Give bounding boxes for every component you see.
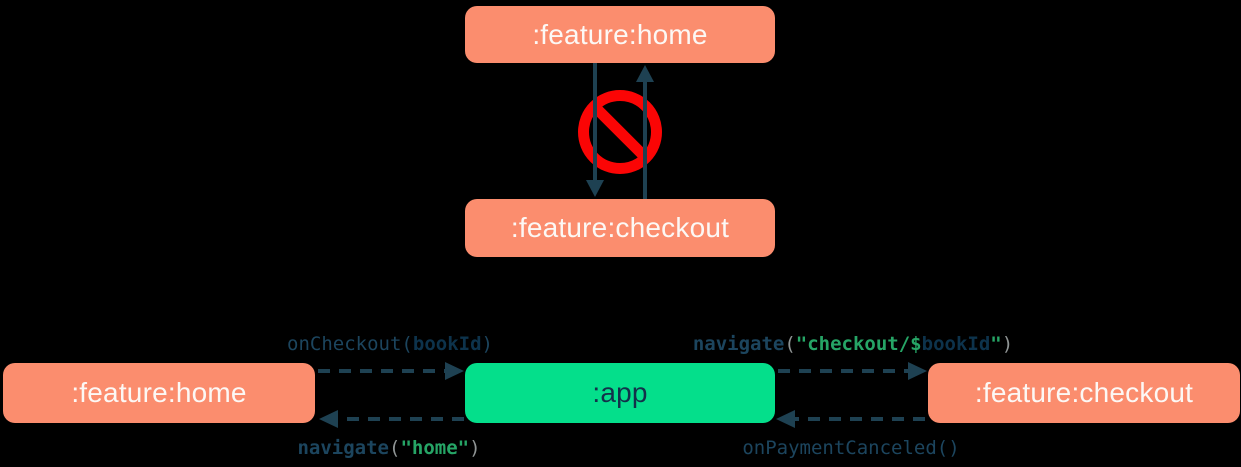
code-token: bookId [412,333,482,355]
no-entry-icon [578,90,662,174]
module-box-label: :feature:home [532,18,708,50]
code-token: "checkout/$ [795,333,922,355]
code-label-navigate-home: navigate("home") [297,436,480,460]
code-token: bookId [921,333,991,355]
code-token: ( [784,333,796,355]
module-box-feature-home-bottom: :feature:home [3,363,315,423]
code-token: ( [388,437,401,459]
module-box-app: :app [465,363,775,423]
code-label-onpaymentcanceled: onPaymentCanceled() [742,436,959,460]
event-arrow-home-to-app [318,362,464,380]
code-label-navigate-checkout: navigate("checkout/$bookId") [693,332,1013,356]
code-token: onCheckout( [287,333,413,355]
no-entry-slash [590,102,650,162]
code-token: " [990,333,1002,355]
code-token: onPaymentCanceled() [742,437,960,459]
code-token: ) [1001,333,1014,355]
nav-arrow-app-to-checkout [778,362,927,380]
module-box-feature-checkout-top: :feature:checkout [465,199,775,257]
module-box-label: :feature:checkout [974,377,1194,408]
code-token: "home" [400,437,470,459]
module-box-feature-checkout-bottom: :feature:checkout [928,363,1240,423]
module-box-label: :app [592,377,648,408]
no-entry-ring [578,90,662,174]
code-token: navigate [692,333,785,355]
module-box-feature-home-top: :feature:home [465,6,775,63]
code-token: navigate [297,437,389,459]
nav-arrow-app-to-home [319,410,464,428]
code-token: ) [469,437,481,459]
module-box-label: :feature:home [71,377,247,408]
code-label-oncheckout: onCheckout(bookId) [287,332,493,356]
event-arrow-checkout-to-app [776,410,925,428]
module-box-label: :feature:checkout [510,212,730,243]
code-token: ) [481,333,493,355]
